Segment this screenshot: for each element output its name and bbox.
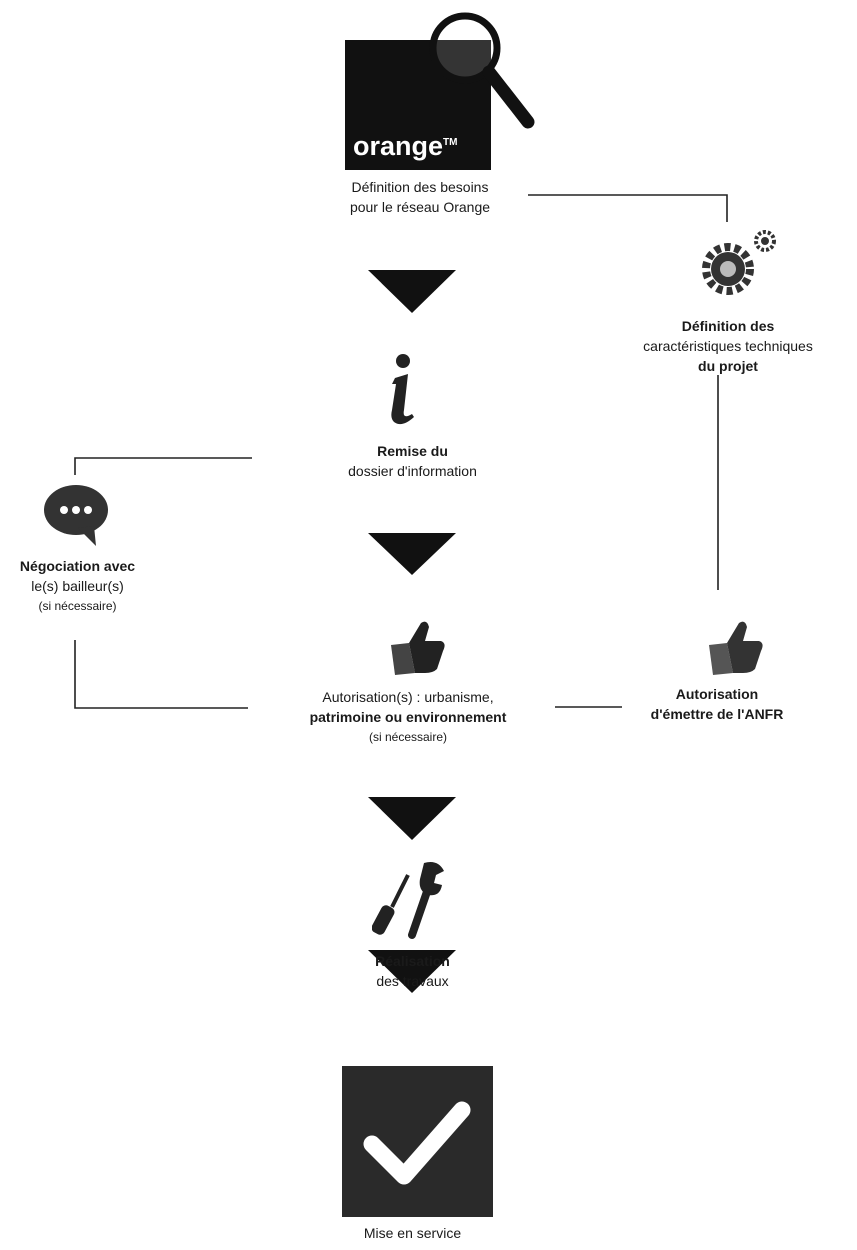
gears-icon — [702, 230, 776, 295]
step-realisation: Réalisation des travaux — [375, 953, 450, 989]
info-icon — [391, 354, 414, 425]
tools-icon — [372, 862, 444, 939]
checkmark-icon — [363, 1101, 471, 1185]
connector-nego-autor — [74, 640, 248, 709]
checkmark-box — [342, 1066, 493, 1217]
step-definition-tech: Définition des caractéristiques techniqu… — [643, 318, 813, 374]
arrow-down-3 — [368, 797, 456, 840]
magnifier-icon — [429, 12, 535, 129]
step-remise-dossier: Remise du dossier d'information — [348, 443, 477, 479]
thumbs-up-icon — [391, 621, 445, 675]
step-definition-besoins: Définition des besoins pour le réseau Or… — [349, 179, 491, 215]
arrow-down-2 — [368, 533, 456, 575]
orange-logo: orangeTM — [345, 40, 491, 170]
step-mise-en-service: Mise en service — [363, 1225, 462, 1241]
step-autorisations: Autorisation(s) : urbanisme, patrimoine … — [309, 689, 507, 744]
arrow-down-1 — [368, 270, 456, 313]
step-autorisation-anfr: Autorisation d'émettre de l'ANFR — [650, 686, 784, 722]
connector-besoins-tech — [528, 194, 728, 222]
step-negociation: Négociation avec le(s) bailleur(s) (si n… — [19, 558, 136, 613]
connector-remise-nego — [74, 457, 252, 475]
thumbs-up-anfr-icon — [709, 621, 763, 675]
chat-bubble-icon — [44, 485, 108, 546]
arrow-down-4 — [368, 950, 456, 993]
orange-logo-text: orangeTM — [353, 131, 458, 161]
